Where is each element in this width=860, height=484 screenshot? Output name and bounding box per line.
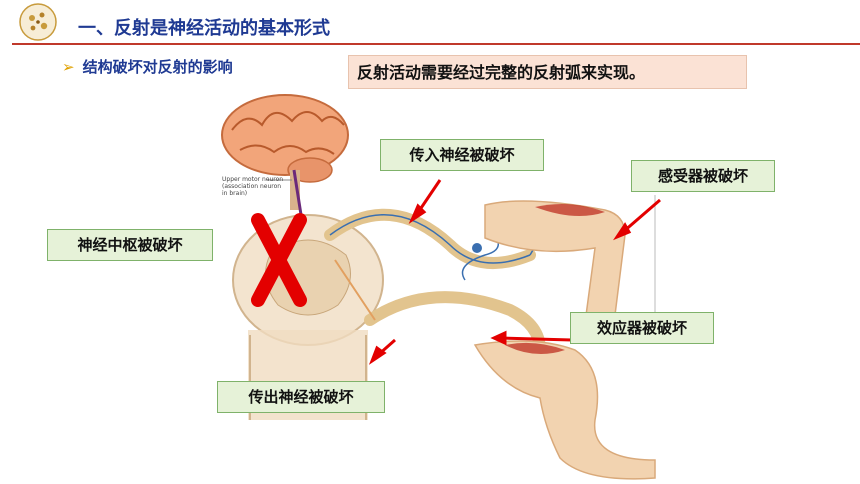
pointer-arrows [368, 179, 661, 365]
note-box: 反射活动需要经过完整的反射弧来实现。 [348, 55, 747, 89]
brain-illustration [221, 94, 349, 210]
label-efferent-destroyed: 传出神经被破坏 [217, 381, 385, 413]
label-receptor-destroyed: 感受器被破坏 [631, 160, 775, 192]
lower-leg-illustration [473, 340, 656, 480]
page-title: 一、反射是神经活动的基本形式 [78, 18, 330, 39]
diagram-caption: Upper motor neuron (association neuron i… [222, 176, 284, 197]
header-divider [12, 43, 860, 45]
label-afferent-destroyed: 传入神经被破坏 [380, 139, 544, 171]
label-center-destroyed: 神经中枢被破坏 [47, 229, 213, 261]
label-effector-destroyed: 效应器被破坏 [570, 312, 714, 344]
bullet-arrow-icon: ➢ [62, 58, 75, 76]
section-title: 结构破坏对反射的影响 [82, 58, 233, 76]
section-heading: ➢ 结构破坏对反射的影响 [62, 56, 233, 77]
destroyed-cross-icon [251, 213, 307, 307]
logo-icon [18, 2, 58, 42]
efferent-nerve-fiber [364, 291, 546, 356]
